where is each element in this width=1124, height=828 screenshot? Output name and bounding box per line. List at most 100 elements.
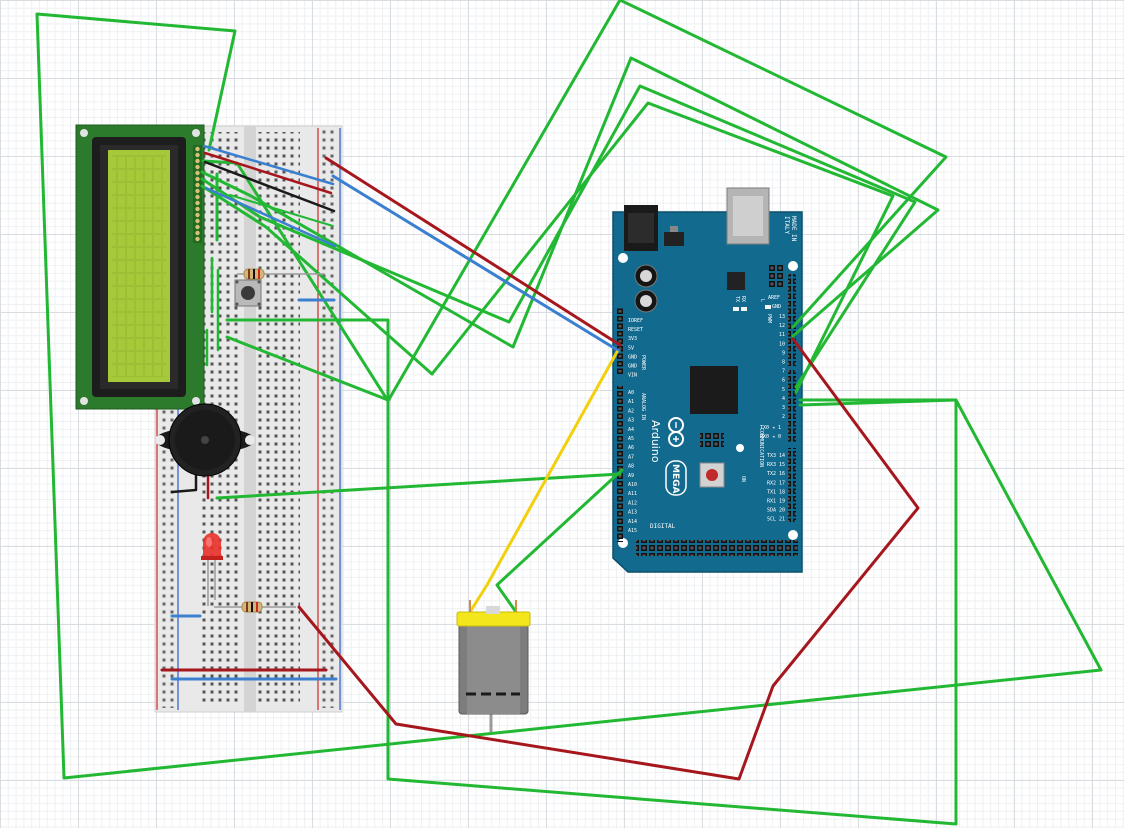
power-section-label: POWER bbox=[640, 355, 646, 371]
lcd-pin bbox=[195, 194, 200, 200]
pin-label: VIN bbox=[628, 373, 637, 379]
lcd-pin bbox=[195, 224, 200, 230]
lcd-pin bbox=[195, 230, 200, 236]
lcd-pin bbox=[195, 158, 200, 164]
pin-label: A2 bbox=[628, 408, 634, 414]
pin-label: A10 bbox=[628, 482, 637, 488]
pin-label: 13 bbox=[779, 314, 785, 320]
pin-label: 10 bbox=[779, 341, 785, 347]
pin-label: A3 bbox=[628, 418, 634, 424]
on-label: ON bbox=[740, 476, 746, 482]
arduino-mega-board: MEGA Arduino MADE IN ITALY TX RX L ON PO… bbox=[612, 187, 803, 573]
pin-label: A6 bbox=[628, 445, 634, 451]
wire-blue-gnd bbox=[331, 174, 621, 353]
pin-label: RX2 17 bbox=[767, 480, 785, 486]
tx0-label: TX0 ◂ 1 bbox=[760, 425, 781, 431]
dc-motor bbox=[456, 600, 531, 732]
red-led bbox=[201, 533, 223, 606]
wires bbox=[35, 0, 1103, 826]
wire-green-motor bbox=[495, 468, 624, 614]
wire-green-bb-d4 bbox=[200, 101, 895, 394]
microcontroller-chip bbox=[690, 366, 738, 414]
pin-label: 11 bbox=[779, 332, 785, 338]
arduino-model-label: MEGA bbox=[670, 464, 680, 493]
pin-label: TX2 16 bbox=[767, 471, 785, 477]
l-label: L bbox=[759, 299, 765, 302]
pin-label: 2 bbox=[782, 414, 785, 420]
pin-label: A8 bbox=[628, 464, 634, 470]
pin-label: SCL 21 bbox=[767, 517, 785, 523]
tx-label: TX bbox=[734, 296, 740, 302]
communication-label: COMMUNICATION bbox=[758, 428, 764, 467]
analog-in-label: ANALOG IN bbox=[640, 393, 646, 420]
aref-label: AREF bbox=[768, 295, 780, 301]
wire-green-buzzer bbox=[215, 472, 622, 500]
pin-label: 5 bbox=[782, 387, 785, 393]
pin-label: SDA 20 bbox=[767, 508, 785, 514]
digital-label: DIGITAL bbox=[650, 523, 676, 530]
arduino-infinity-logo-icon bbox=[668, 417, 684, 447]
digital-header bbox=[636, 540, 798, 556]
pin-label: A1 bbox=[628, 399, 634, 405]
lcd-pin bbox=[195, 170, 200, 176]
pin-label: TX3 14 bbox=[767, 453, 785, 459]
made-in-country-label: ITALY bbox=[783, 216, 790, 234]
lcd-pin bbox=[195, 152, 200, 158]
pin-label: 7 bbox=[782, 369, 785, 375]
pin-label: GND bbox=[628, 354, 637, 360]
pin-label: IOREF bbox=[628, 318, 643, 324]
pin-label: A15 bbox=[628, 528, 637, 534]
pin-label: 4 bbox=[782, 396, 785, 402]
pin-label: RESET bbox=[628, 327, 643, 333]
resistor-button bbox=[237, 268, 325, 280]
wire-red-5v bbox=[324, 156, 622, 347]
lcd-pin bbox=[195, 182, 200, 188]
wire-red-long bbox=[297, 337, 920, 781]
pin-label: 12 bbox=[779, 323, 785, 329]
wire-green-bb-d11 bbox=[200, 56, 940, 349]
pin-label: 6 bbox=[782, 378, 785, 384]
rx-label: RX bbox=[740, 296, 746, 302]
pwm-header bbox=[788, 274, 796, 366]
pin-label: 9 bbox=[782, 350, 785, 356]
wire-black-buzzer-leg bbox=[170, 468, 198, 494]
lcd-pin bbox=[195, 212, 200, 218]
pin-label: 8 bbox=[782, 360, 785, 366]
communication-header bbox=[788, 448, 796, 522]
lcd-pin bbox=[195, 200, 200, 206]
pin-label: GND bbox=[628, 364, 637, 370]
pin-label: 5V bbox=[628, 345, 634, 351]
pin-label: 3V3 bbox=[628, 336, 637, 342]
pin-label: TX1 18 bbox=[767, 489, 785, 495]
pwm-label: PWM bbox=[766, 314, 772, 323]
power-pin-labels: IOREF RESET 3V3 5V GND GND VIN bbox=[628, 318, 643, 379]
pin-label: A11 bbox=[628, 491, 637, 497]
pin-label: A7 bbox=[628, 454, 634, 460]
arduino-brand-label: Arduino bbox=[649, 420, 662, 463]
pin-label: A13 bbox=[628, 510, 637, 516]
analog-header bbox=[616, 386, 624, 542]
pwm-header-lower bbox=[788, 370, 796, 442]
pin-label: A14 bbox=[628, 519, 637, 525]
pushbutton[interactable] bbox=[234, 279, 262, 307]
wire-blue-lcd-1 bbox=[202, 144, 335, 186]
lcd-16x2-display bbox=[75, 124, 205, 410]
rx0-label: RX0 ◂ 0 bbox=[760, 434, 781, 440]
pin-label: A12 bbox=[628, 500, 637, 506]
wire-yellow-motor bbox=[468, 350, 619, 614]
lcd-pin-header bbox=[195, 146, 200, 242]
wire-black-lcd-1 bbox=[203, 160, 336, 213]
made-in-label: MADE IN bbox=[790, 216, 797, 242]
wire-blue-lcd-3 bbox=[229, 194, 334, 227]
pin-label: A5 bbox=[628, 436, 634, 442]
pin-label: A9 bbox=[628, 473, 634, 479]
pin-label: A4 bbox=[628, 427, 634, 433]
pwm-pin-labels: 13 12 11 10 9 8 7 6 5 4 3 2 bbox=[779, 314, 785, 420]
pin-label: 3 bbox=[782, 405, 785, 411]
pin-label: A0 bbox=[628, 390, 634, 396]
lcd-pin bbox=[195, 206, 200, 212]
pin-label: RX3 15 bbox=[767, 462, 785, 468]
lcd-pin bbox=[195, 176, 200, 182]
